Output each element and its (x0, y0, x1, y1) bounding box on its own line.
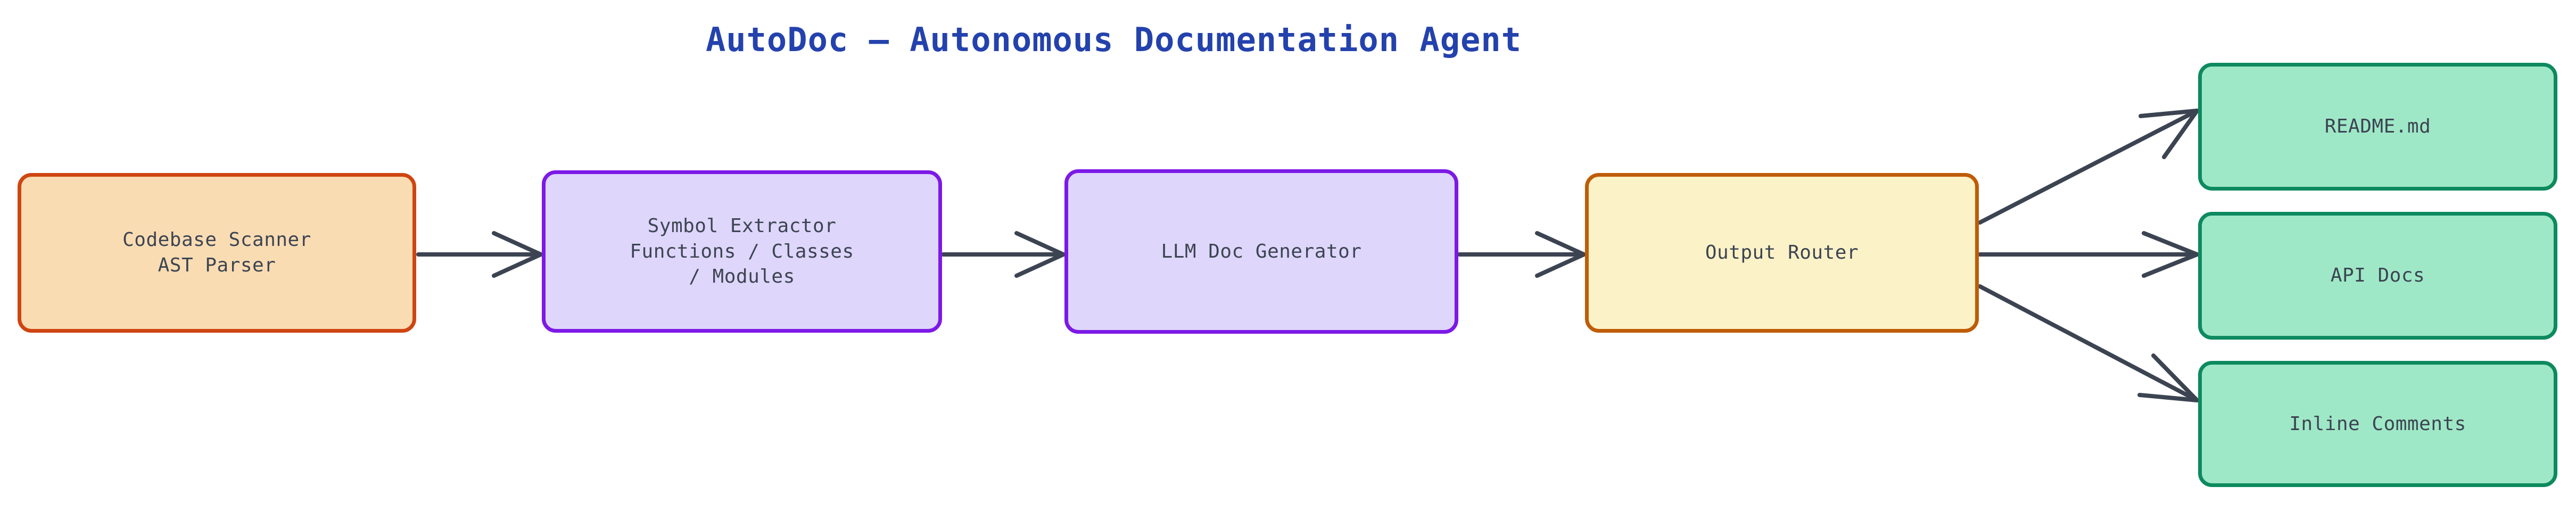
edge-scanner-to-extractor (416, 231, 543, 278)
node-label: Codebase Scanner AST Parser (122, 229, 311, 276)
node-label: API Docs (2330, 265, 2425, 287)
node-label: LLM Doc Generator (1161, 240, 1362, 262)
edge-router-to-inline (1978, 284, 2199, 402)
node-label: Inline Comments (2289, 413, 2466, 435)
edge-router-to-apidocs (1978, 231, 2199, 278)
node-label: Symbol Extractor Functions / Classes / M… (630, 215, 854, 288)
node-output-router[interactable]: Output Router (1585, 173, 1979, 333)
edge-router-to-readme (1978, 109, 2199, 225)
node-readme-md[interactable]: README.md (2198, 63, 2557, 191)
node-label: README.md (2324, 116, 2431, 138)
edge-generator-to-router (1457, 231, 1586, 278)
edge-extractor-to-generator (941, 231, 1066, 278)
node-api-docs[interactable]: API Docs (2198, 212, 2557, 340)
node-codebase-scanner[interactable]: Codebase Scanner AST Parser (18, 173, 416, 333)
node-inline-comments[interactable]: Inline Comments (2198, 361, 2557, 487)
node-llm-doc-generator[interactable]: LLM Doc Generator (1064, 169, 1458, 334)
page-title: AutoDoc — Autonomous Documentation Agent (705, 20, 1522, 59)
node-label: Output Router (1705, 242, 1859, 264)
node-symbol-extractor[interactable]: Symbol Extractor Functions / Classes / M… (542, 170, 942, 333)
